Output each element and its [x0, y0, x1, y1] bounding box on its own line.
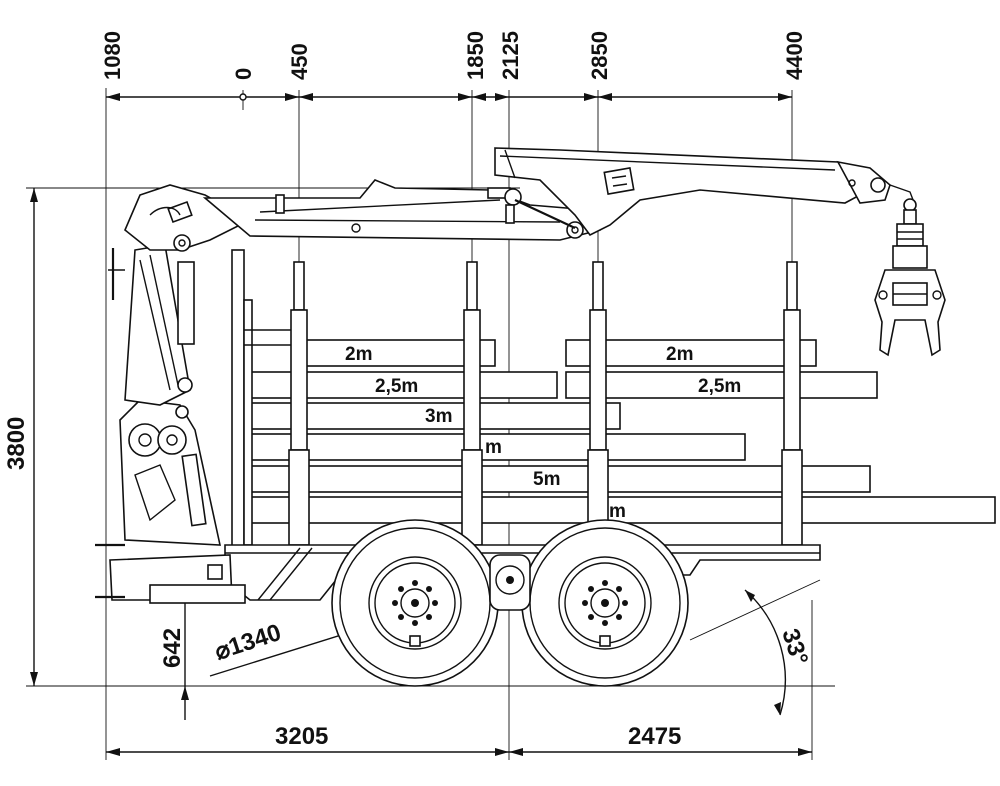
dim-label-0: 0: [231, 68, 256, 80]
wheel-rear: [521, 519, 689, 687]
dim-label-4400: 4400: [782, 31, 807, 80]
dim-label-2125: 2125: [498, 31, 523, 80]
dim-label-height: 3800: [3, 417, 30, 470]
dim-label-length-front: 3205: [275, 723, 328, 750]
crane-boom: [124, 147, 917, 252]
log-label-2m-rear: 2m: [666, 344, 693, 365]
log-label-2m-front: 2m: [345, 344, 372, 365]
crane-column: [108, 244, 222, 546]
dim-label-1850: 1850: [463, 31, 488, 80]
log-label-5m: 5m: [533, 469, 560, 490]
log-2m-front: [299, 339, 496, 367]
log-label-6m: m: [609, 501, 626, 522]
log-5m: [244, 465, 871, 493]
log-stack: 2m 2m 2,5m 2,5m 3m m 5m m: [244, 339, 996, 524]
wheel-front: [331, 519, 499, 687]
log-label-3m: 3m: [425, 406, 452, 427]
log-label-25m-rear: 2,5m: [698, 376, 741, 397]
log-25m-rear: [565, 371, 878, 399]
dim-label-angle: 33°: [776, 626, 813, 669]
dim-label-1080: 1080: [100, 31, 125, 80]
dim-label-wheel-diameter: ⌀1340: [212, 619, 285, 666]
dim-label-2850: 2850: [587, 31, 612, 80]
log-2m-rear: [565, 339, 817, 367]
dim-label-clearance: 642: [159, 628, 186, 668]
dim-label-length-rear: 2475: [628, 723, 681, 750]
bogie: [489, 554, 531, 611]
log-label-4m: m: [485, 437, 502, 458]
dim-label-450: 450: [287, 43, 312, 80]
log-label-25m-front: 2,5m: [375, 376, 418, 397]
grapple: [874, 209, 946, 357]
